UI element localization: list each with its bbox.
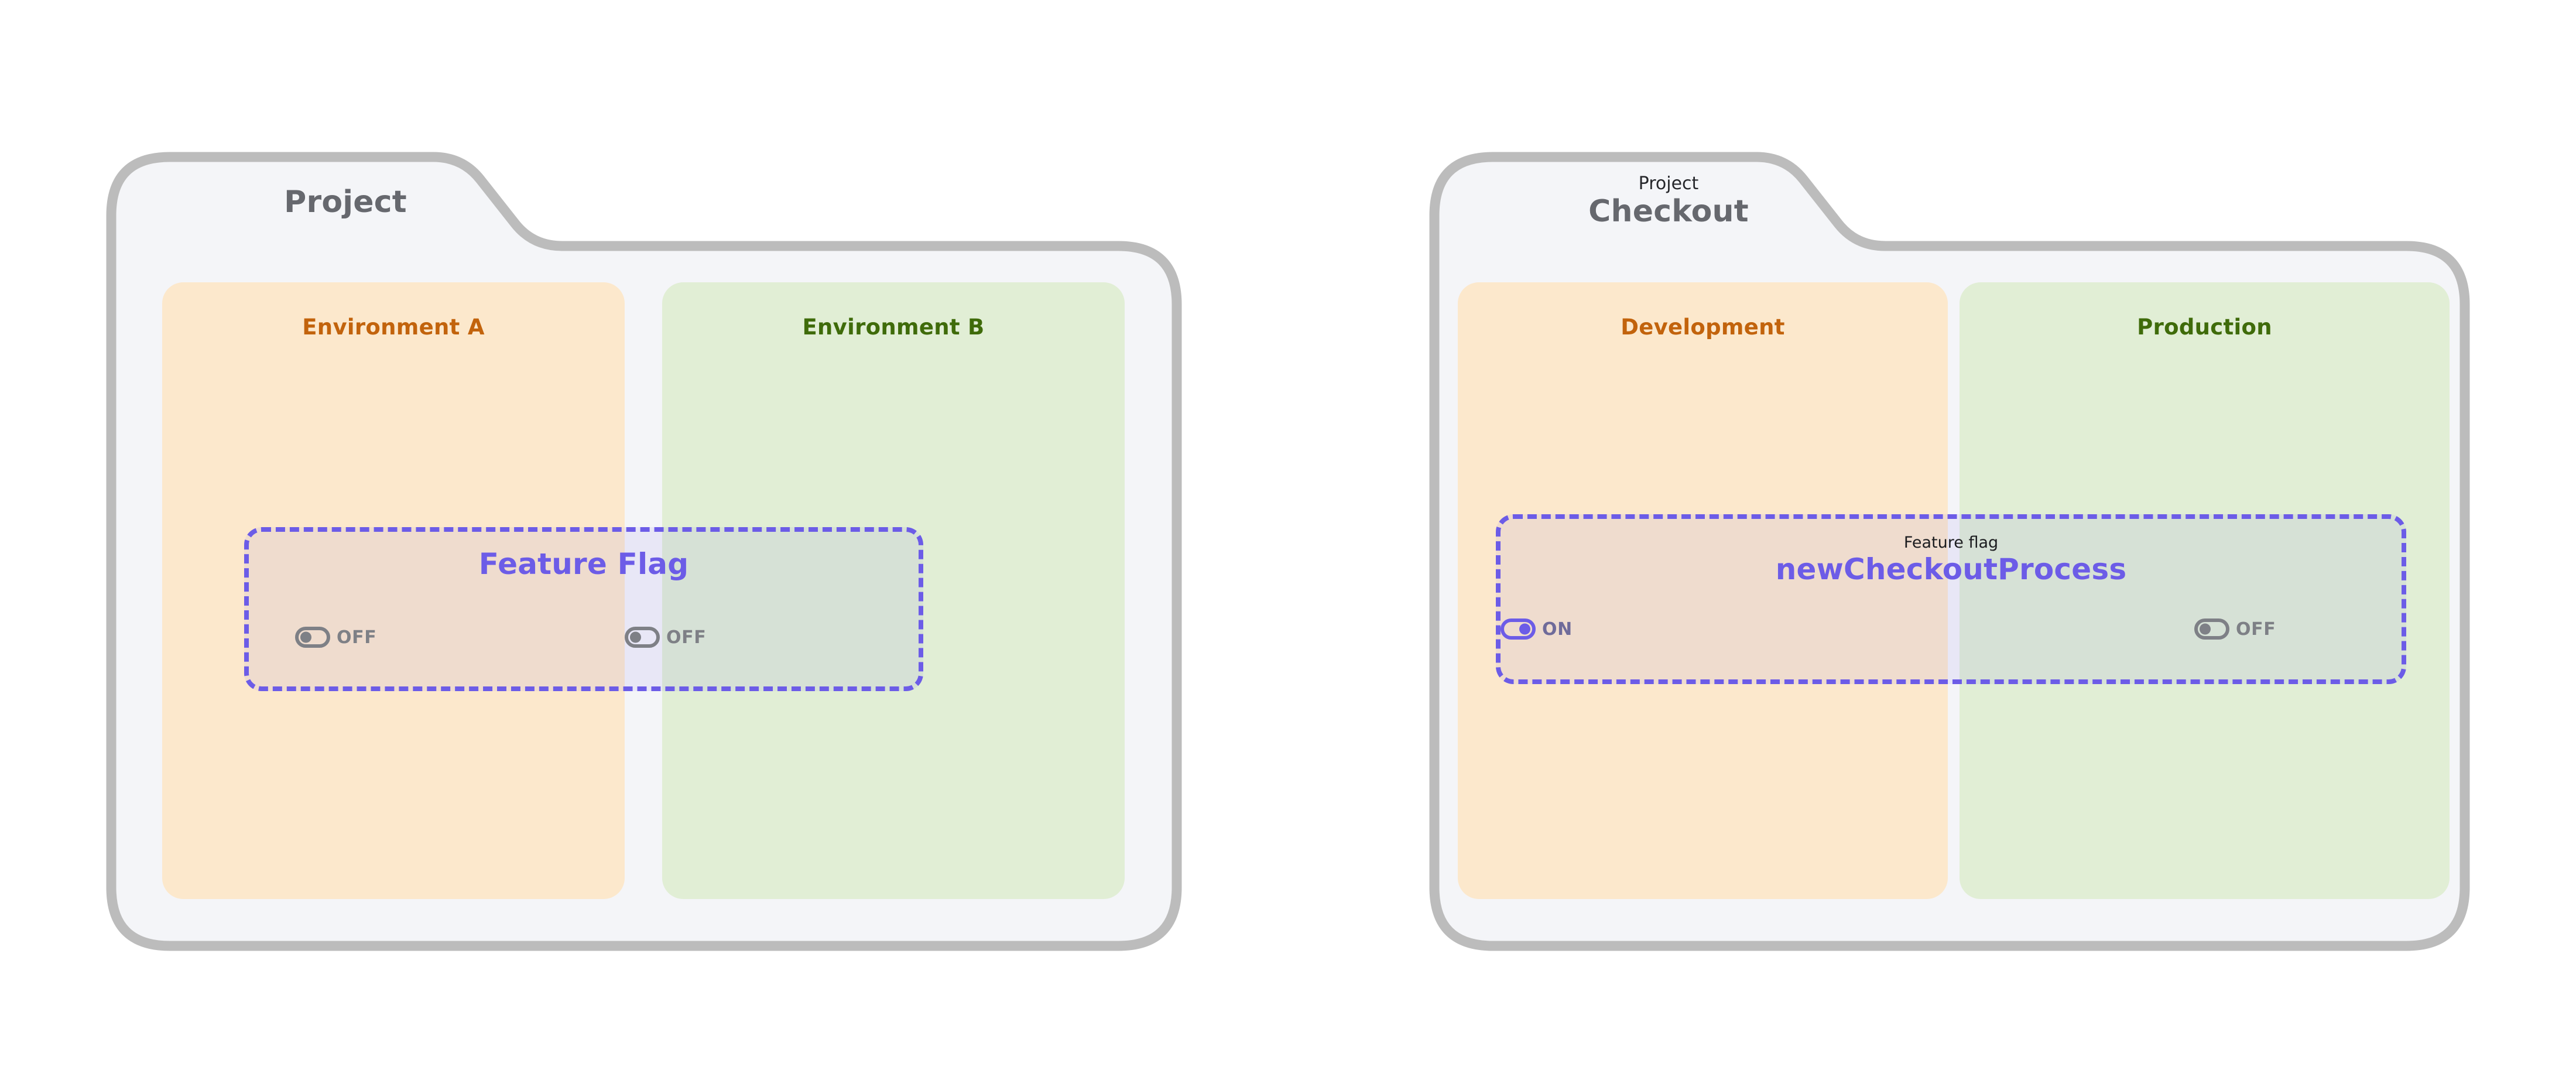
project-folder-checkout: Project Checkout Development Production … [1429, 141, 2471, 952]
environment-box-env-b[interactable]: Environment B [662, 282, 1125, 899]
feature-flag-heading-generic: Feature Flag [249, 548, 919, 580]
toggle-state-label-development: ON [1542, 618, 1573, 640]
feature-flag-name-generic: Feature Flag [478, 547, 689, 581]
environment-label-env-b: Environment B [802, 315, 985, 340]
environment-box-env-a[interactable]: Environment A [162, 282, 625, 899]
feature-flag-toggle-env-b[interactable]: OFF [625, 627, 706, 648]
toggle-state-label-env-b: OFF [666, 627, 707, 648]
environment-label-env-a: Environment A [302, 315, 485, 340]
toggle-switch-production[interactable] [2194, 618, 2229, 640]
feature-flag-name-checkout: newCheckoutProcess [1775, 552, 2127, 586]
project-folder-generic: Project Environment A Environment B Feat… [105, 141, 1183, 952]
environment-box-development[interactable]: Development [1458, 282, 1948, 899]
toggle-switch-env-b[interactable] [625, 627, 660, 648]
feature-flag-box-generic[interactable]: Feature Flag OFF OFF [244, 527, 923, 691]
toggle-knob-production [2200, 623, 2211, 635]
toggle-knob-env-b [630, 631, 641, 643]
environment-box-production[interactable]: Production [1960, 282, 2450, 899]
toggle-state-label-production: OFF [2236, 618, 2276, 640]
feature-flag-toggle-production[interactable]: OFF [2194, 618, 2276, 640]
environment-label-production: Production [2137, 315, 2272, 340]
feature-flag-box-checkout[interactable]: Feature flag newCheckoutProcess ON OFF [1496, 514, 2406, 684]
feature-flag-toggle-development[interactable]: ON [1501, 618, 1573, 640]
toggle-knob-env-a [300, 631, 311, 643]
toggle-knob-development [1519, 623, 1530, 635]
feature-flag-toggle-env-a[interactable]: OFF [295, 627, 376, 648]
feature-flag-kicker-checkout: Feature flag [1903, 534, 1999, 552]
toggle-switch-env-a[interactable] [295, 627, 330, 648]
toggle-state-label-env-a: OFF [337, 627, 377, 648]
feature-flag-heading-checkout: Feature flag newCheckoutProcess [1501, 534, 2402, 586]
environment-label-development: Development [1621, 315, 1785, 340]
toggle-switch-development[interactable] [1501, 618, 1536, 640]
